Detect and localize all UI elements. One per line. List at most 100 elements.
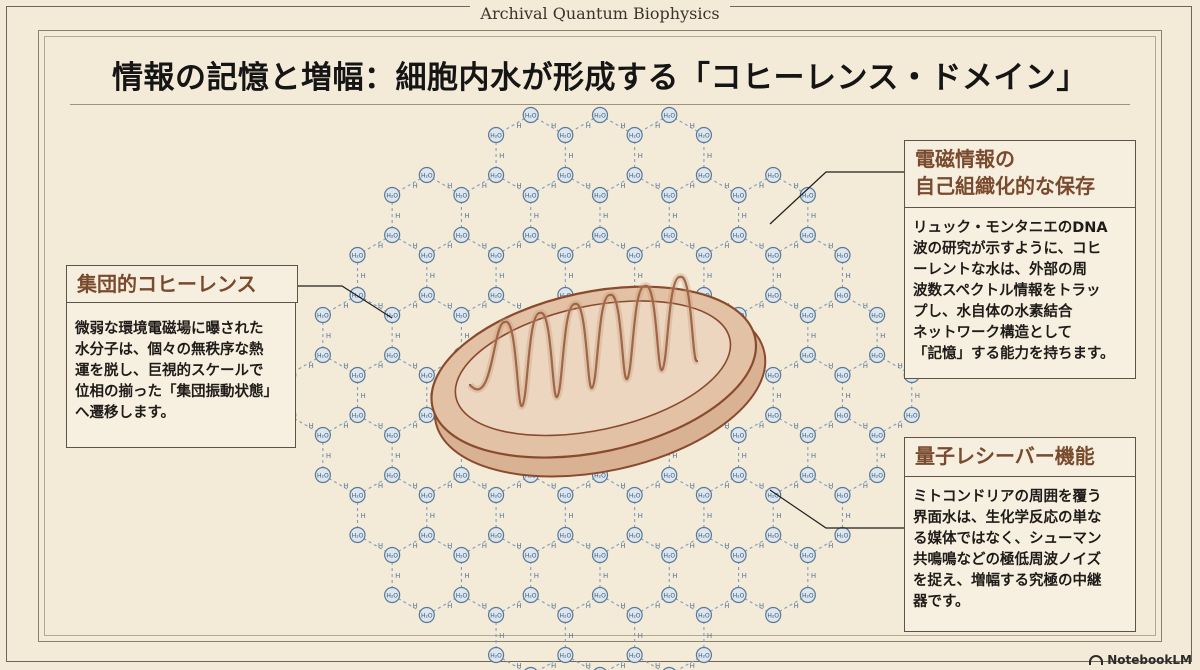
hydrogen-label: H	[412, 242, 417, 250]
hydrogen-label: H	[707, 152, 712, 160]
hydrogen-label: H	[343, 422, 348, 430]
hydrogen-label: H	[742, 212, 747, 220]
hydrogen-bond	[565, 654, 593, 670]
water-molecule	[418, 606, 435, 624]
water-molecule	[730, 466, 747, 484]
hydrogen-label: H	[412, 602, 417, 610]
water-molecule	[661, 586, 678, 604]
hydrogen-label: H	[412, 482, 417, 490]
hydrogen-label: H	[828, 362, 833, 370]
water-molecule	[418, 286, 435, 304]
water-molecule	[695, 246, 713, 264]
water-molecule	[765, 246, 782, 264]
water-molecule	[661, 466, 678, 484]
water-molecule	[799, 466, 816, 484]
water-molecule	[765, 406, 782, 424]
hydrogen-label: H	[482, 182, 487, 190]
hydrogen-label: H	[863, 422, 868, 430]
water-molecule-label: H₂O	[386, 353, 398, 360]
hydrogen-label: H	[361, 392, 366, 400]
water-molecule	[418, 366, 435, 384]
hydrogen-label: H	[690, 542, 695, 550]
hydrogen-label: H	[482, 602, 487, 610]
hydrogen-label: H	[551, 242, 556, 250]
water-molecule	[799, 586, 816, 604]
water-molecule	[662, 666, 676, 670]
water-molecule	[695, 526, 713, 544]
water-molecule-label: H₂O	[767, 253, 779, 260]
hydrogen-label: H	[759, 182, 764, 190]
water-molecule-label: H₂O	[629, 533, 641, 540]
water-molecule-label: H₂O	[837, 253, 849, 260]
water-molecule-label: H₂O	[490, 653, 502, 660]
hydrogen-label: H	[690, 182, 695, 190]
hydrogen-label: H	[655, 602, 660, 610]
hydrogen-label: H	[655, 542, 660, 550]
water-molecule	[314, 426, 331, 444]
water-molecule-label: H₂O	[317, 353, 329, 360]
water-molecule-label: H₂O	[906, 413, 918, 420]
water-molecule-label: H₂O	[594, 473, 606, 480]
hydrogen-label: H	[759, 482, 764, 490]
water-molecule-label: H₂O	[837, 493, 849, 500]
water-molecule	[695, 606, 713, 624]
hydrogen-label: H	[586, 482, 591, 490]
hydrogen-label: H	[464, 332, 469, 340]
hydrogen-label: H	[897, 422, 902, 430]
hydrogen-label: H	[742, 452, 747, 460]
hydrogen-label: H	[516, 182, 521, 190]
water-molecule-label: H₂O	[698, 653, 710, 660]
hydrogen-label: H	[534, 572, 539, 580]
em-storage-panel: リュック・モンタニエのDNA 波の研究が示すように、コヒ ーレントな水は、外部の…	[904, 207, 1136, 379]
hydrogen-label: H	[707, 512, 712, 520]
hydrogen-label: H	[482, 482, 487, 490]
hydrogen-label: H	[586, 242, 591, 250]
water-molecule-label: H₂O	[733, 553, 745, 560]
leader-collective-coherence	[298, 285, 393, 319]
water-molecule-label: H₂O	[767, 493, 779, 500]
hydrogen-label: H	[707, 632, 712, 640]
water-molecule	[557, 606, 574, 624]
water-molecule-label: H₂O	[386, 433, 398, 440]
water-molecule	[626, 246, 643, 264]
hydrogen-label: H	[551, 182, 556, 190]
water-molecule	[557, 486, 574, 504]
hydrogen-label: H	[724, 602, 729, 610]
hydrogen-label: H	[482, 302, 487, 310]
water-molecule	[418, 166, 435, 184]
water-molecule	[869, 466, 886, 484]
hydrogen-label: H	[378, 482, 383, 490]
hydrogen-label: H	[361, 272, 366, 280]
water-molecule	[314, 466, 331, 484]
water-molecule	[487, 286, 505, 304]
hydrogen-label: H	[845, 392, 850, 400]
water-molecule	[799, 186, 816, 204]
water-molecule	[834, 246, 851, 264]
water-molecule-label: H₂O	[421, 173, 433, 180]
water-molecule	[453, 306, 470, 324]
water-molecule-label: H₂O	[733, 433, 745, 440]
hydrogen-label: H	[447, 602, 452, 610]
water-molecule-label: H₂O	[490, 133, 502, 140]
hydrogen-label: H	[395, 572, 400, 580]
water-molecule-label: H₂O	[525, 113, 537, 120]
water-molecule-label: H₂O	[802, 473, 814, 480]
em-storage-text: リュック・モンタニエのDNA 波の研究が示すように、コヒ ーレントな水は、外部の…	[913, 220, 1115, 362]
water-molecule	[626, 126, 643, 144]
hydrogen-label: H	[620, 182, 625, 190]
hydrogen-label: H	[447, 482, 452, 490]
water-molecule	[557, 526, 574, 544]
water-molecule	[487, 246, 505, 264]
water-molecule	[349, 486, 366, 504]
water-molecule	[834, 286, 851, 304]
water-molecule	[384, 546, 401, 564]
hydrogen-label: H	[655, 482, 660, 490]
water-molecule-label: H₂O	[698, 533, 710, 540]
hydrogen-label: H	[464, 212, 469, 220]
water-molecule	[834, 406, 851, 424]
water-molecule-label: H₂O	[802, 353, 814, 360]
water-molecule	[522, 226, 539, 244]
collective-coherence-heading: 集団的コヒーレンス	[66, 265, 298, 303]
quantum-receiver-text: ミトコンドリアの周囲を覆う 界面水は、生化学反応の単な る媒体ではなく、シューマ…	[913, 489, 1102, 610]
